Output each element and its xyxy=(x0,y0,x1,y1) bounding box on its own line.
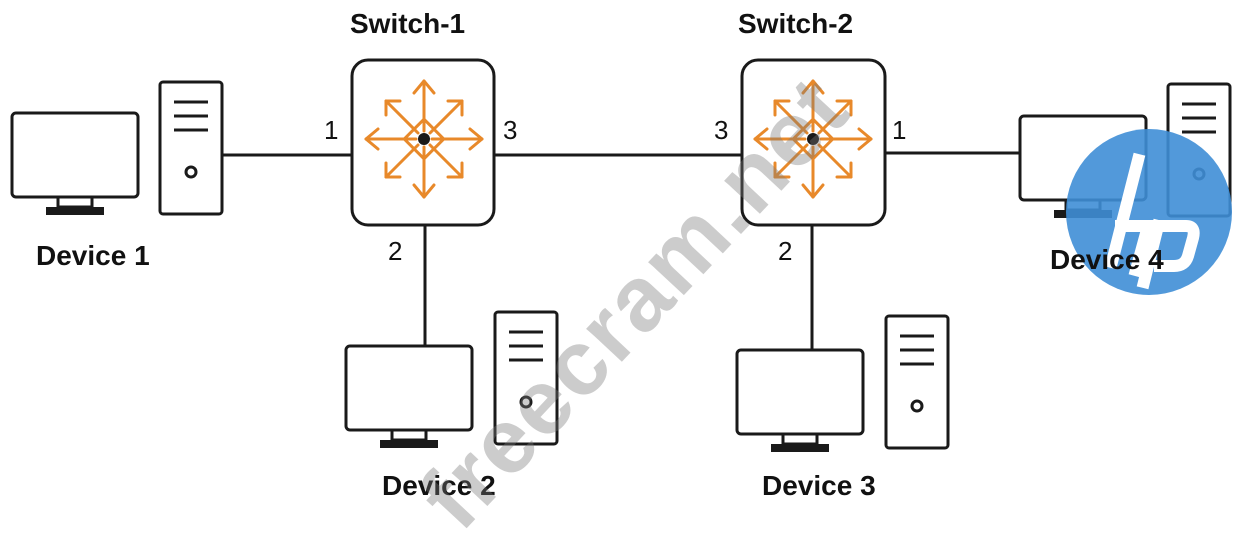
switch-1-port-2-label: 2 xyxy=(388,236,403,266)
hp-logo xyxy=(1066,129,1232,295)
network-topology-diagram: Switch-1 Switch-2 Device 1 Device 2 Devi… xyxy=(10,8,1232,548)
pc-tower-icon xyxy=(884,314,950,450)
switch-2-port-2-label: 2 xyxy=(778,236,793,266)
links xyxy=(222,151,1022,352)
switch-1-port-3-label: 3 xyxy=(503,115,518,145)
switch-1-label: Switch-1 xyxy=(350,8,466,39)
switch-2-port-3-label: 3 xyxy=(714,115,729,145)
device-2-label: Device 2 xyxy=(382,470,496,501)
device-3-label: Device 3 xyxy=(762,470,876,501)
switch-1 xyxy=(350,58,496,227)
device-4-label: Device 4 xyxy=(1050,244,1164,275)
diagram-canvas xyxy=(10,58,1232,454)
device-1-label: Device 1 xyxy=(36,240,150,271)
pc-tower-icon xyxy=(158,80,224,216)
monitor-icon xyxy=(10,111,140,217)
switch-2-label: Switch-2 xyxy=(738,8,854,39)
device-1 xyxy=(10,80,224,217)
switch-1-port-1-label: 1 xyxy=(324,115,339,145)
switch-2 xyxy=(740,58,887,227)
device-3 xyxy=(735,314,950,454)
switch-2-port-1-label: 1 xyxy=(892,115,907,145)
monitor-icon xyxy=(735,348,865,454)
